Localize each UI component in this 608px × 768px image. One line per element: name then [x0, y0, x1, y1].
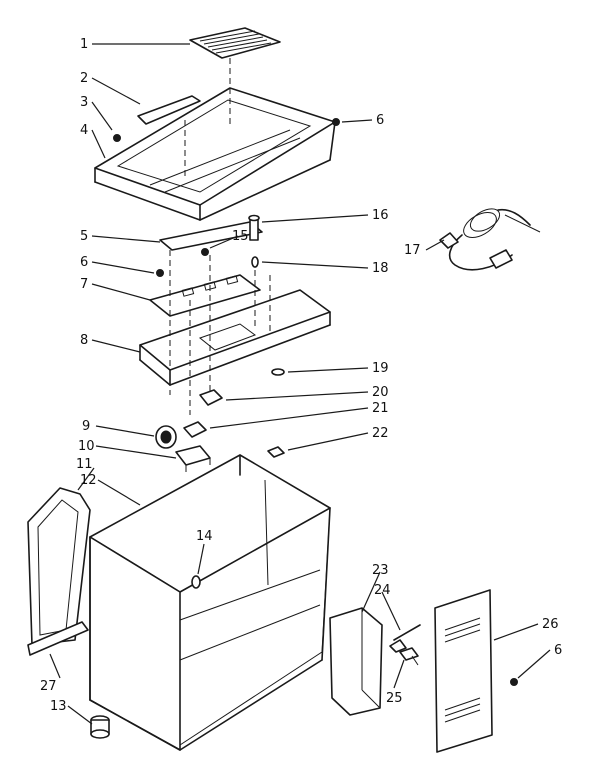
- screw-6-panel: [510, 678, 518, 686]
- callout-22: 22: [372, 426, 389, 441]
- callout-14: 14: [196, 529, 213, 544]
- part-19-clip: [271, 368, 285, 376]
- part-23-side-bracket: [329, 607, 383, 716]
- callout-8: 8: [80, 333, 88, 348]
- part-18: [251, 256, 259, 268]
- callout-9: 9: [82, 419, 90, 434]
- callout-6-mid: 6: [80, 255, 88, 270]
- part-base-tray: [139, 289, 331, 386]
- part-control-plate: [149, 274, 261, 317]
- callout-labels: 1 2 3 4 5 6 6 6 7 8 9 10 11 12 13 14 15 …: [40, 37, 562, 714]
- part-20-switch: [199, 389, 223, 406]
- callout-27: 27: [40, 679, 57, 694]
- callout-6-top: 6: [376, 113, 384, 128]
- part-24-element: [389, 624, 421, 653]
- part-17-power-cord: [439, 208, 541, 271]
- callout-12: 12: [80, 473, 97, 488]
- part-top-frame: [94, 87, 336, 221]
- part-25-terminal: [399, 647, 419, 666]
- assembly-guide-lines: [169, 58, 271, 415]
- screw-3: [113, 134, 121, 142]
- callout-4: 4: [80, 123, 88, 138]
- callout-7: 7: [80, 277, 88, 292]
- callout-3: 3: [80, 95, 88, 110]
- callout-26: 26: [542, 617, 559, 632]
- callout-13: 13: [50, 699, 67, 714]
- callout-15: 15: [232, 229, 249, 244]
- callout-10: 10: [78, 439, 95, 454]
- part-14-grommet: [191, 575, 201, 589]
- screw-6-top: [332, 118, 340, 126]
- callout-19: 19: [372, 361, 389, 376]
- part-21-switch: [183, 421, 207, 438]
- part-grille: [189, 27, 281, 59]
- part-11-door-frame: [27, 487, 91, 656]
- leader-lines: [49, 43, 551, 725]
- callout-18: 18: [372, 261, 389, 276]
- screw-15: [201, 248, 209, 256]
- callout-20: 20: [372, 385, 389, 400]
- part-13-foot: [90, 715, 110, 739]
- callout-11: 11: [76, 457, 93, 472]
- part-9-knob: [155, 425, 177, 449]
- part-12-cabinet: [89, 454, 331, 751]
- callout-25: 25: [386, 691, 403, 706]
- part-10-block: [175, 445, 211, 472]
- part-top-strip: [137, 95, 201, 125]
- callout-16: 16: [372, 208, 389, 223]
- part-16-pin: [248, 214, 260, 241]
- callout-1: 1: [80, 37, 88, 52]
- callout-6-panel: 6: [554, 643, 562, 658]
- callout-21: 21: [372, 401, 389, 416]
- part-22-clip: [267, 446, 285, 458]
- callout-5: 5: [80, 229, 88, 244]
- callout-24: 24: [374, 583, 391, 598]
- part-bracket-5: [159, 221, 263, 251]
- callout-17: 17: [404, 243, 421, 258]
- callout-23: 23: [372, 563, 389, 578]
- part-26-back-panel: [434, 589, 493, 753]
- screw-6-mid: [156, 269, 164, 277]
- callout-2: 2: [80, 71, 88, 86]
